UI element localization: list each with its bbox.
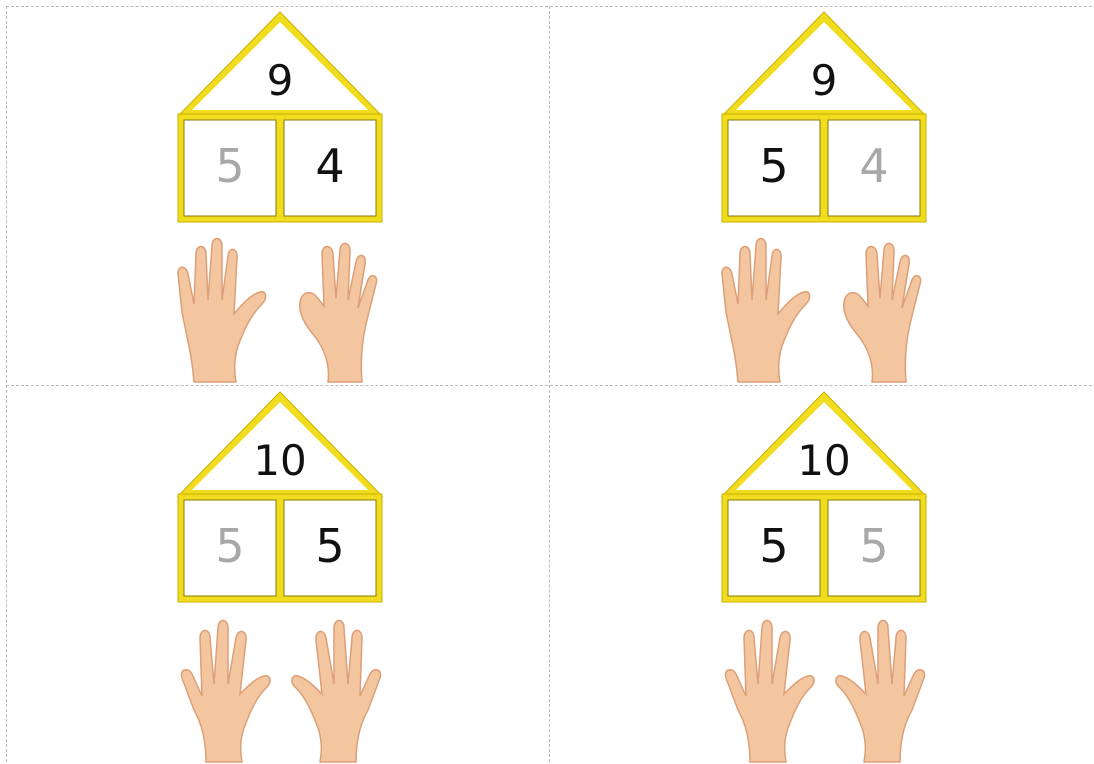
right-room-number: 5 [826,523,922,569]
number-house: 9 5 4 [718,8,930,228]
right-hand-icon [300,243,377,382]
roof-number: 9 [774,60,874,102]
hands-five-and-four-illustration [176,234,386,384]
right-hand-icon [836,621,925,763]
roof-number: 10 [774,440,874,482]
left-hand-icon [178,239,266,383]
right-hand-icon [844,243,921,382]
number-house-card: 10 5 5 [550,386,1090,764]
hands-five-and-four-illustration [720,234,930,384]
roof-number: 9 [230,60,330,102]
right-room-number: 5 [282,523,378,569]
number-house-card: 10 5 5 [6,386,546,764]
left-hand-icon [725,621,814,763]
number-house-card: 9 5 4 [550,6,1090,384]
house-frame [174,388,386,608]
left-room-number: 5 [726,143,822,189]
number-house: 9 5 4 [174,8,386,228]
left-room-number: 5 [182,143,278,189]
house-frame [718,8,930,228]
house-frame [718,388,930,608]
left-room-number: 5 [182,523,278,569]
left-hand-icon [181,621,270,763]
right-room-number: 4 [282,143,378,189]
right-hand-icon [292,621,381,763]
roof-number: 10 [230,440,330,482]
right-room-number: 4 [826,143,922,189]
left-hand-icon [722,239,810,383]
number-house: 10 5 5 [718,388,930,608]
left-room-number: 5 [726,523,822,569]
number-house-card: 9 5 4 [6,6,546,384]
number-house: 10 5 5 [174,388,386,608]
two-open-hands-illustration [720,614,930,764]
house-frame [174,8,386,228]
two-open-hands-illustration [176,614,386,764]
